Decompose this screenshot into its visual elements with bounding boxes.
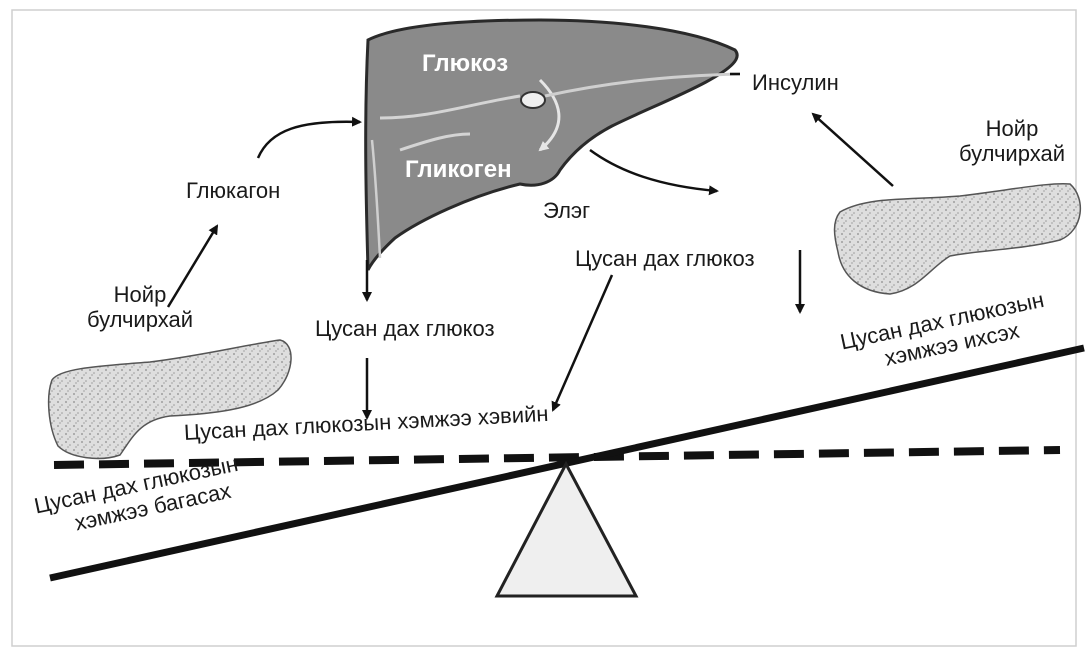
label-glucagon: Глюкагон [186, 178, 280, 203]
fulcrum-triangle [497, 464, 636, 596]
label-blood-glucose-left: Цусан дах глюкоз [315, 316, 495, 341]
label-blood-glucose-right: Цусан дах глюкоз [575, 246, 755, 271]
label-pancreas-left-line2: булчирхай [70, 307, 210, 332]
gallbladder [521, 92, 545, 108]
label-insulin: Инсулин [752, 70, 839, 95]
label-pancreas-left-line1: Нойр [70, 282, 210, 307]
label-pancreas-right-line2: булчирхай [942, 141, 1082, 166]
label-glucose-in-liver: Глюкоз [422, 50, 508, 78]
arrow-pancreas-to-insulin [813, 114, 893, 186]
arrow-glucagon-to-liver [258, 122, 360, 158]
label-liver: Элэг [543, 198, 590, 223]
arrow-blood-glucose-to-normal [553, 275, 612, 410]
arrow-liver-to-blood-glucose [590, 150, 717, 191]
label-pancreas-right-line1: Нойр [942, 116, 1082, 141]
label-pancreas-left: Нойр булчирхай [70, 282, 210, 333]
label-pancreas-right: Нойр булчирхай [942, 116, 1082, 167]
pancreas-right [835, 184, 1081, 294]
label-glycogen: Гликоген [405, 156, 512, 184]
